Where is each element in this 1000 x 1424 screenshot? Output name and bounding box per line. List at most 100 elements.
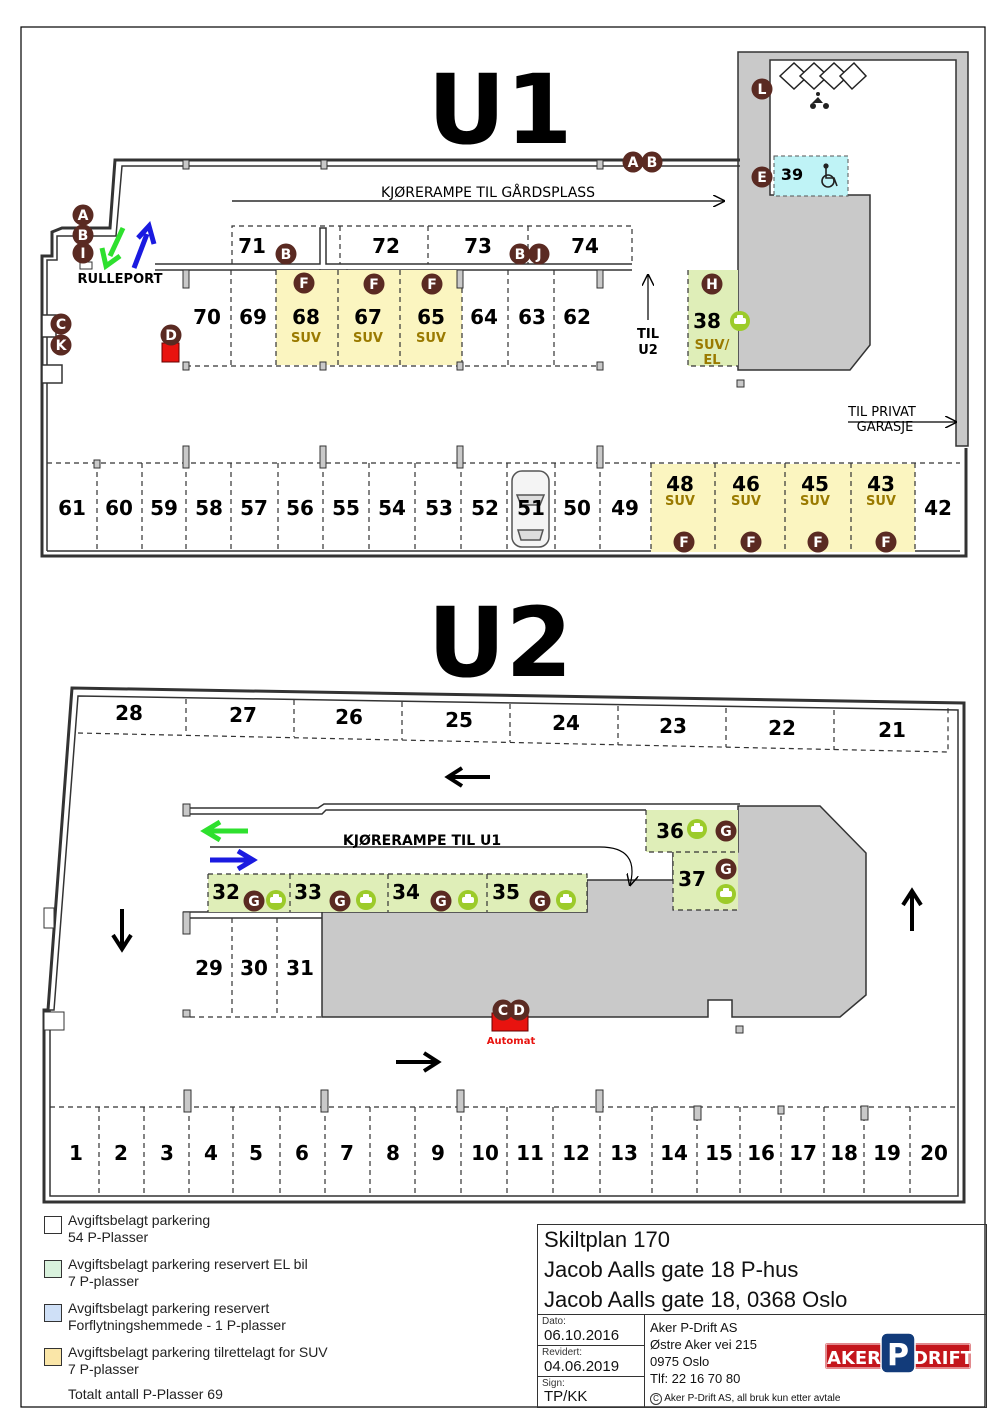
space-number: 45 (801, 472, 829, 496)
plan-site: Jacob Aalls gate 18 P-hus (544, 1257, 799, 1282)
sign-marker-letter: G (248, 894, 260, 910)
space-number: 53 (425, 496, 453, 520)
sign-marker-f: F (293, 272, 315, 294)
space-number: 51 (517, 496, 545, 520)
sign-marker-letter: H (706, 277, 718, 293)
suv-el-label: EL (703, 353, 720, 368)
sign-marker-letter: D (165, 328, 177, 344)
suv-label: SUV (665, 494, 695, 509)
space-number: 24 (552, 711, 580, 735)
space-number: 17 (789, 1141, 817, 1165)
space-number: 16 (747, 1141, 775, 1165)
sign-marker-letter: C (498, 1003, 508, 1019)
sign-marker-letter: F (813, 535, 823, 551)
u2-title: U2 (428, 587, 573, 699)
u2-floor (42, 686, 966, 1204)
u2-direction-arrows (111, 766, 923, 1073)
sign-marker-i: I (72, 242, 94, 264)
space-number: 2 (114, 1141, 128, 1165)
sign-marker-b: B (509, 243, 531, 265)
sign-marker-letter: B (281, 247, 292, 263)
el-charger-icon (730, 311, 750, 331)
sign-marker-b: B (641, 151, 663, 173)
revidert-value: 04.06.2019 (544, 1358, 620, 1375)
space-number: 68 (292, 305, 320, 329)
space-number: 4 (204, 1141, 218, 1165)
space-number: 22 (768, 716, 796, 740)
u1-title: U1 (428, 54, 573, 166)
sign-marker-k: K (50, 334, 72, 356)
el-charger-icon (458, 890, 478, 910)
space-number: 14 (660, 1141, 688, 1165)
legend-title: Avgiftsbelagt parkering reservert (68, 1300, 270, 1316)
space-number: 18 (830, 1141, 858, 1165)
u1-automat-box (161, 342, 180, 363)
sign-marker-g: G (529, 890, 551, 912)
space-number: 37 (678, 867, 706, 891)
space-number: 5 (249, 1141, 263, 1165)
sign-marker-letter: A (78, 208, 89, 224)
sign-marker-f: F (363, 273, 385, 295)
motorcycle-icon (810, 92, 829, 109)
sign-marker-g: G (430, 890, 452, 912)
space-number: 59 (150, 496, 178, 520)
space-number: 35 (492, 880, 520, 904)
space-number: 27 (229, 703, 257, 727)
sign-label: Sign: (542, 1378, 565, 1389)
space-number: 42 (924, 496, 952, 520)
space-number: 33 (294, 880, 322, 904)
space-number: 9 (431, 1141, 445, 1165)
company-city: 0975 Oslo (650, 1354, 710, 1369)
space-number: 38 (693, 309, 721, 333)
logo-aker: AKER (827, 1348, 881, 1369)
el-charger-icon (716, 884, 736, 904)
space-number: 67 (354, 305, 382, 329)
space-number: 65 (417, 305, 445, 329)
sign-marker-letter: G (720, 862, 732, 878)
sign-value: TP/KK (544, 1388, 588, 1405)
legend-sub: 7 P-plasser (68, 1273, 139, 1289)
sign-marker-g: G (715, 820, 737, 842)
space-number: 12 (562, 1141, 590, 1165)
sign-marker-letter: B (647, 155, 658, 171)
dato-value: 06.10.2016 (544, 1327, 620, 1344)
entrance-arrows (99, 220, 157, 271)
plan-number: Skiltplan 170 (544, 1227, 670, 1252)
u2-bottom-row-lines (50, 1106, 958, 1196)
space-number: 32 (212, 880, 240, 904)
dato-label: Dato: (542, 1316, 566, 1327)
u1-mid-row-lines (186, 270, 738, 367)
sign-marker-j: J (528, 243, 550, 265)
logo-drift: DRIFT (913, 1348, 971, 1369)
sign-marker-letter: D (513, 1003, 525, 1019)
rolleport-label: RULLEPORT (78, 272, 163, 287)
sign-marker-f: F (673, 531, 695, 553)
space-number: 57 (240, 496, 268, 520)
suv-label: SUV (291, 331, 321, 346)
logo-p: P (887, 1338, 909, 1373)
sign-marker-c: C (50, 313, 72, 335)
legend-sub: 54 P-Plasser (68, 1229, 149, 1245)
sign-marker-letter: A (628, 155, 639, 171)
suv-label: SUV (353, 331, 383, 346)
space-number: 61 (58, 496, 86, 520)
sign-marker-f: F (740, 531, 762, 553)
sign-marker-letter: F (299, 276, 309, 292)
company-name: Aker P-Drift AS (650, 1320, 738, 1335)
sign-marker-letter: F (746, 535, 756, 551)
sign-marker-f: F (875, 531, 897, 553)
space-number: 55 (332, 496, 360, 520)
space-number: 64 (470, 305, 498, 329)
sign-marker-f: F (421, 273, 443, 295)
sign-marker-letter: G (435, 894, 447, 910)
space-number: 8 (386, 1141, 400, 1165)
sign-marker-letter: F (679, 535, 689, 551)
space-number: 73 (464, 234, 492, 258)
sign-marker-e: E (751, 166, 773, 188)
space-number: 39 (781, 165, 803, 184)
sign-marker-b: B (72, 224, 94, 246)
space-number: 11 (516, 1141, 544, 1165)
